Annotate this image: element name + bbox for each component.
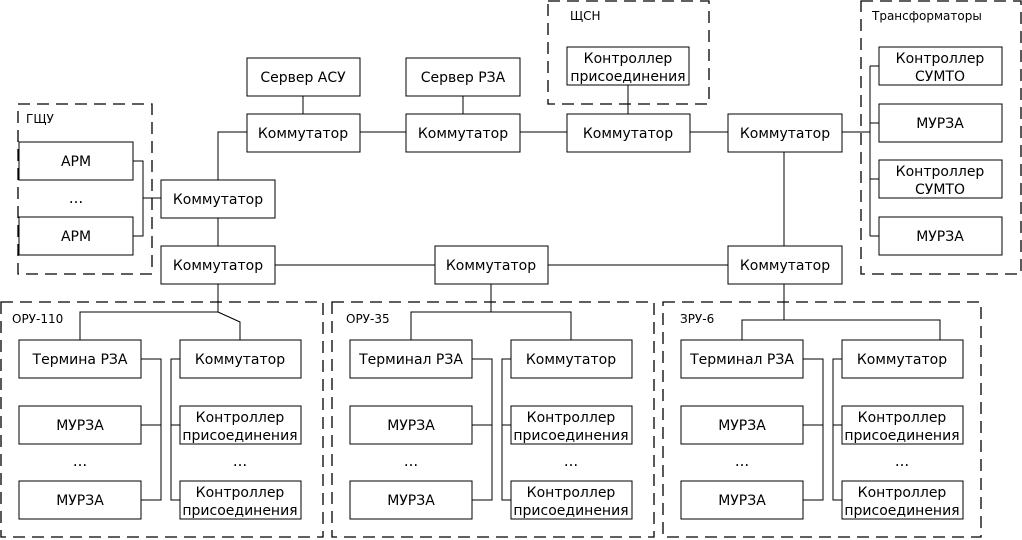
svg-text:Термина РЗА: Термина РЗА — [32, 352, 128, 368]
zru6-murza-ellipsis: ... — [735, 452, 749, 470]
svg-text:Терминал РЗА: Терминал РЗА — [358, 352, 463, 368]
zone-transformers-title: Трансформаторы — [871, 9, 982, 23]
svg-text:Коммутатор: Коммутатор — [857, 352, 947, 368]
svg-text:присоединения: присоединения — [570, 69, 685, 85]
svg-text:Контроллер: Контроллер — [858, 485, 947, 501]
zone-gshu-frame — [17, 103, 153, 275]
svg-text:присоединения: присоединения — [182, 503, 297, 519]
svg-text:присоединения: присоединения — [844, 428, 959, 444]
zone-shsn-title: ЩСН — [570, 9, 601, 23]
switch-lower-3: Коммутатор — [727, 245, 843, 285]
oru35-murza-2: МУРЗА — [349, 480, 473, 520]
connection-lines — [79, 65, 941, 501]
switch-upper-1: Коммутатор — [246, 113, 361, 153]
svg-text:АРМ: АРМ — [61, 154, 91, 170]
oru110-terminal-rza: Термина РЗА — [18, 339, 142, 379]
svg-text:Коммутатор: Коммутатор — [740, 258, 830, 274]
svg-text:Контроллер: Контроллер — [896, 51, 985, 67]
arm-2: АРМ — [18, 216, 134, 256]
transformer-murza-2: МУРЗА — [878, 216, 1003, 256]
svg-text:СУМТО: СУМТО — [915, 182, 965, 198]
svg-text:АРМ: АРМ — [61, 229, 91, 245]
svg-text:МУРЗА: МУРЗА — [387, 418, 435, 434]
server-rza: Сервер РЗА — [405, 57, 521, 97]
oru35-terminal-rza: Терминал РЗА — [349, 339, 473, 379]
svg-text:МУРЗА: МУРЗА — [916, 229, 964, 245]
zone-oru35-title: ОРУ-35 — [346, 312, 390, 326]
svg-text:присоединения: присоединения — [513, 428, 628, 444]
oru35-switch: Коммутатор — [510, 339, 633, 379]
transformer-sumto-controller-1: Контроллер СУМТО — [878, 46, 1003, 86]
svg-text:Контроллер: Контроллер — [196, 410, 285, 426]
svg-text:Контроллер: Контроллер — [196, 485, 285, 501]
svg-text:Коммутатор: Коммутатор — [740, 126, 830, 142]
svg-text:Коммутатор: Коммутатор — [173, 258, 263, 274]
zone-zru6-frame — [662, 301, 982, 538]
arm-ellipsis: ... — [69, 189, 83, 207]
svg-text:Коммутатор: Коммутатор — [195, 352, 285, 368]
switch-gshu: Коммутатор — [160, 179, 276, 219]
switch-upper-4: Коммутатор — [727, 113, 843, 153]
svg-text:Коммутатор: Коммутатор — [173, 192, 263, 208]
zru6-controller-2: Контроллер присоединения — [841, 480, 964, 520]
zone-gshu-title: ГЩУ — [26, 112, 54, 126]
svg-text:МУРЗА: МУРЗА — [56, 418, 104, 434]
server-asu: Сервер АСУ — [246, 57, 361, 97]
svg-text:МУРЗА: МУРЗА — [916, 116, 964, 132]
shsn-controller: Контроллер присоединения — [566, 46, 690, 86]
oru35-murza-1: МУРЗА — [349, 405, 473, 445]
svg-text:МУРЗА: МУРЗА — [56, 493, 104, 509]
svg-text:СУМТО: СУМТО — [915, 69, 965, 85]
oru110-murza-ellipsis: ... — [73, 452, 87, 470]
svg-text:Контроллер: Контроллер — [527, 410, 616, 426]
zone-zru6-title: ЗРУ-6 — [680, 312, 714, 326]
switch-lower-1: Коммутатор — [160, 245, 276, 285]
oru110-controller-2: Контроллер присоединения — [179, 480, 302, 520]
zru6-controller-1: Контроллер присоединения — [841, 405, 964, 445]
svg-text:Терминал РЗА: Терминал РЗА — [689, 352, 794, 368]
oru110-murza-1: МУРЗА — [18, 405, 142, 445]
oru110-murza-2: МУРЗА — [18, 480, 142, 520]
switch-lower-2: Коммутатор — [434, 245, 549, 285]
svg-text:Контроллер: Контроллер — [896, 164, 985, 180]
svg-text:присоединения: присоединения — [513, 503, 628, 519]
svg-text:Коммутатор: Коммутатор — [258, 126, 348, 142]
svg-text:Контроллер: Контроллер — [584, 51, 673, 67]
svg-text:Коммутатор: Коммутатор — [526, 352, 616, 368]
switch-upper-2: Коммутатор — [405, 113, 521, 153]
svg-text:Контроллер: Контроллер — [527, 485, 616, 501]
transformer-sumto-controller-2: Контроллер СУМТО — [878, 159, 1003, 199]
switch-upper-3: Коммутатор — [566, 113, 691, 153]
zru6-switch: Коммутатор — [841, 339, 964, 379]
svg-text:МУРЗА: МУРЗА — [718, 418, 766, 434]
zone-transformers-frame — [860, 0, 1022, 275]
oru35-controller-ellipsis: ... — [564, 452, 578, 470]
zone-oru35-frame — [331, 301, 655, 538]
zone-oru110-title: ОРУ-110 — [12, 312, 63, 326]
oru35-murza-ellipsis: ... — [404, 452, 418, 470]
oru35-controller-2: Контроллер присоединения — [510, 480, 633, 520]
oru110-controller-1: Контроллер присоединения — [179, 405, 302, 445]
oru35-controller-1: Контроллер присоединения — [510, 405, 633, 445]
svg-text:Коммутатор: Коммутатор — [418, 126, 508, 142]
svg-text:присоединения: присоединения — [182, 428, 297, 444]
svg-text:присоединения: присоединения — [844, 503, 959, 519]
zru6-murza-1: МУРЗА — [680, 405, 804, 445]
transformer-murza-1: МУРЗА — [878, 103, 1003, 143]
zru6-terminal-rza: Терминал РЗА — [680, 339, 804, 379]
svg-text:Контроллер: Контроллер — [858, 410, 947, 426]
zru6-murza-2: МУРЗА — [680, 480, 804, 520]
oru110-controller-ellipsis: ... — [233, 452, 247, 470]
oru110-switch: Коммутатор — [179, 339, 302, 379]
zone-oru110-frame — [0, 301, 324, 538]
svg-text:Сервер РЗА: Сервер РЗА — [421, 70, 506, 86]
svg-text:Сервер АСУ: Сервер АСУ — [260, 70, 346, 86]
svg-text:Коммутатор: Коммутатор — [446, 258, 536, 274]
svg-text:Коммутатор: Коммутатор — [583, 126, 673, 142]
arm-1: АРМ — [18, 141, 134, 181]
svg-text:МУРЗА: МУРЗА — [718, 493, 766, 509]
zru6-controller-ellipsis: ... — [895, 452, 909, 470]
svg-text:МУРЗА: МУРЗА — [387, 493, 435, 509]
